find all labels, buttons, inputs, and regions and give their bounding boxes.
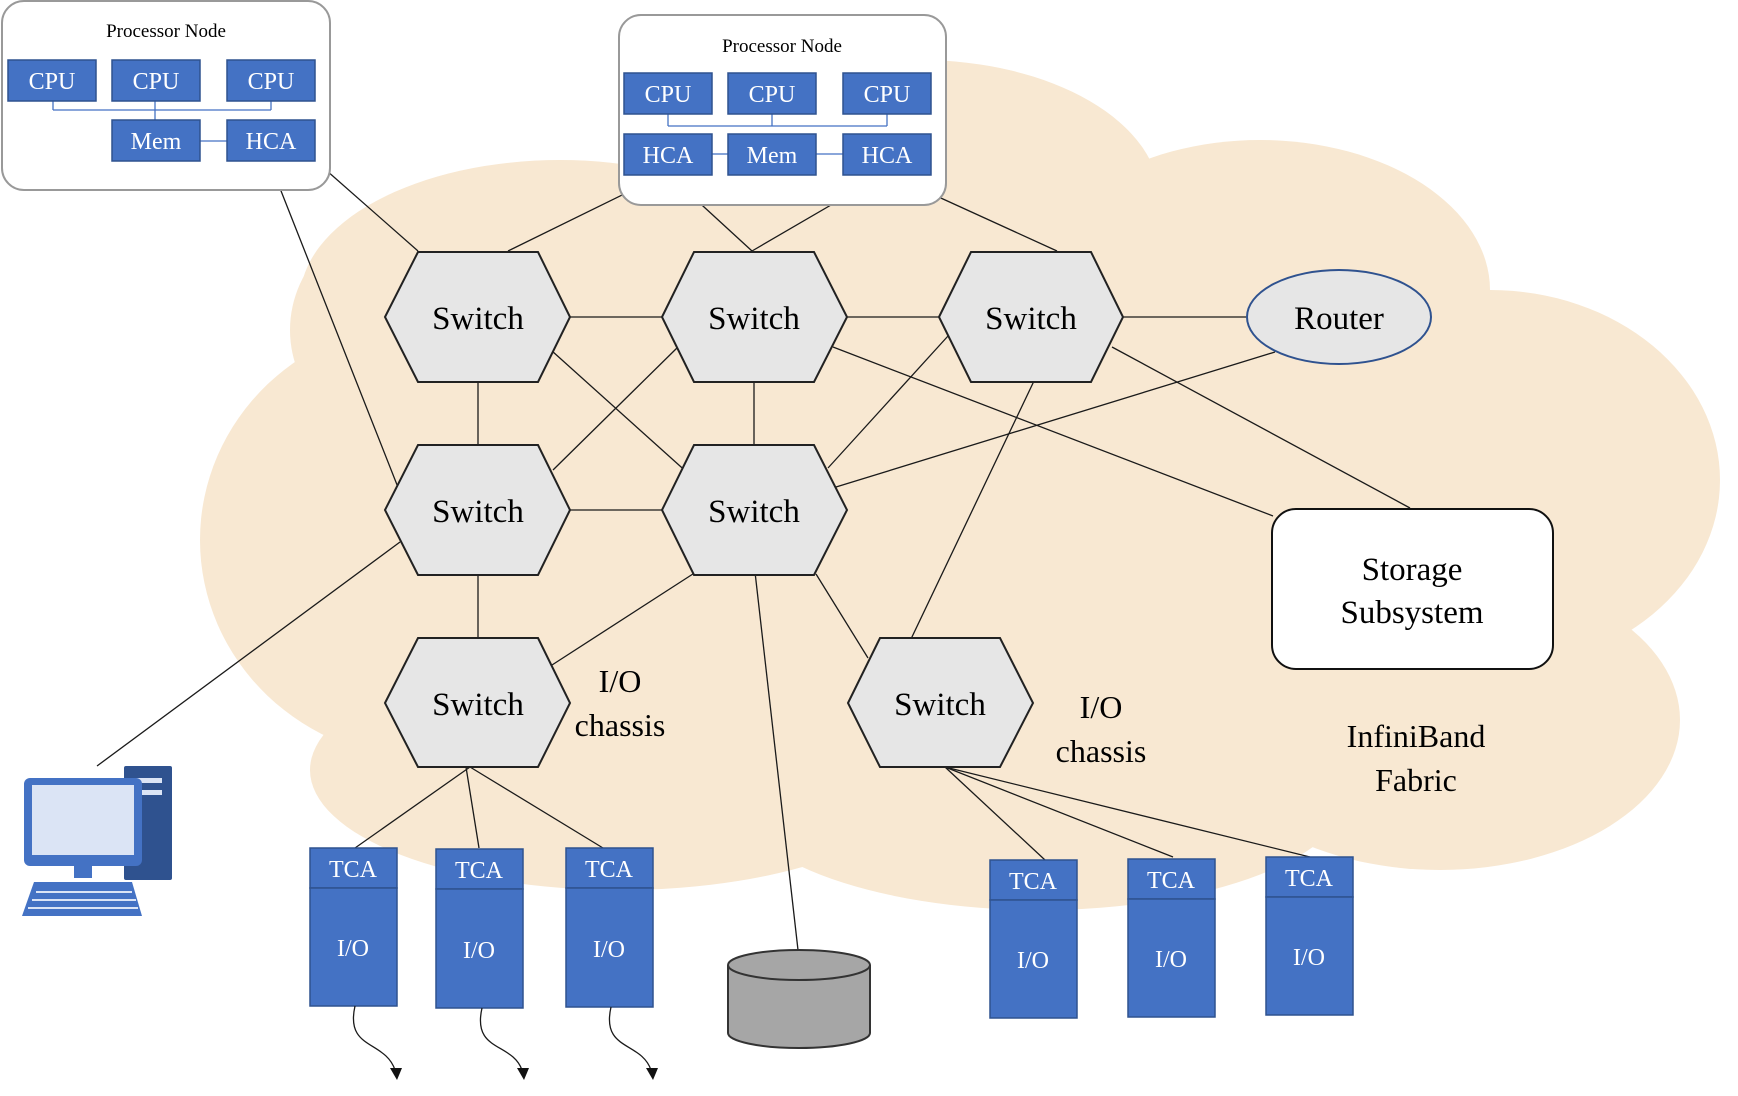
cpu-box xyxy=(226,59,316,102)
io-box xyxy=(1265,896,1354,1016)
cpu-box xyxy=(623,72,713,115)
switch-middle-center: Switch xyxy=(660,444,849,576)
tca-label: TCA xyxy=(1285,866,1334,892)
io-module: TCA I/O xyxy=(1265,856,1354,1016)
switch-label: Switch xyxy=(432,494,524,530)
io-chassis-label-line2: chassis xyxy=(575,707,666,743)
tca-label: TCA xyxy=(1147,868,1196,894)
processor-node-title: Processor Node xyxy=(106,21,226,42)
processor-node-2: Processor Node CPU CPU CPU HCA Mem HCA xyxy=(618,14,947,206)
switch-label: Switch xyxy=(985,301,1077,337)
tca-label: TCA xyxy=(455,858,504,884)
processor-node-1: Processor Node CPU CPU CPU Mem HCA xyxy=(1,0,331,191)
hca-box xyxy=(623,133,713,176)
cpu-label: CPU xyxy=(645,82,692,108)
hca-box xyxy=(226,119,316,162)
switch-label: Switch xyxy=(708,494,800,530)
tca-box xyxy=(1265,856,1354,898)
fabric-label-line1: InfiniBand xyxy=(1347,718,1486,754)
io-box xyxy=(435,888,524,1009)
switch-label: Switch xyxy=(432,687,524,723)
io-chassis-label-line2: chassis xyxy=(1056,733,1147,769)
io-module: TCA I/O xyxy=(309,847,398,1007)
cpu-box xyxy=(727,72,817,115)
cpu-label: CPU xyxy=(133,69,180,95)
io-label: I/O xyxy=(593,937,625,963)
hca-label: HCA xyxy=(862,143,913,169)
tca-label: TCA xyxy=(329,857,378,883)
tca-box xyxy=(1127,858,1216,900)
tca-label: TCA xyxy=(1009,869,1058,895)
io-box xyxy=(309,887,398,1007)
tca-box xyxy=(989,859,1078,901)
io-module: TCA I/O xyxy=(435,848,524,1009)
io-modules-right: TCA I/O TCA I/O TCA I/O xyxy=(989,856,1354,1019)
mem-label: Mem xyxy=(131,129,182,155)
cpu-box xyxy=(7,59,97,102)
cpu-label: CPU xyxy=(29,69,76,95)
hca-label: HCA xyxy=(246,129,297,155)
mem-box xyxy=(111,119,201,162)
cpu-label: CPU xyxy=(248,69,295,95)
arrow-down-icon xyxy=(390,1068,402,1080)
io-output-arrows xyxy=(352,1005,658,1080)
fabric-label-line2: Fabric xyxy=(1375,762,1457,798)
io-label: I/O xyxy=(1155,947,1187,973)
mem-box xyxy=(727,133,817,176)
switch-middle-left: Switch xyxy=(383,444,572,576)
io-module: TCA I/O xyxy=(565,847,654,1008)
io-label: I/O xyxy=(337,936,369,962)
arrow-down-icon xyxy=(646,1068,658,1080)
io-label: I/O xyxy=(463,938,495,964)
cpu-label: CPU xyxy=(864,82,911,108)
hca-box xyxy=(842,133,932,176)
switch-label: Switch xyxy=(708,301,800,337)
io-chassis-label-line1: I/O xyxy=(599,663,642,699)
tca-label: TCA xyxy=(585,857,634,883)
storage-label-line2: Subsystem xyxy=(1340,595,1483,631)
io-box xyxy=(1127,898,1216,1018)
tca-box xyxy=(309,847,398,889)
switch-top-left: Switch xyxy=(383,251,572,383)
hca-label: HCA xyxy=(643,143,694,169)
io-modules-left: TCA I/O TCA I/O TCA I/O xyxy=(309,847,654,1009)
router: Router xyxy=(1246,269,1432,365)
io-module: TCA I/O xyxy=(1127,858,1216,1018)
cpu-box xyxy=(842,72,932,115)
switch-group: Switch Switch Switch Switch Switch Switc… xyxy=(383,251,1125,768)
io-label: I/O xyxy=(1017,948,1049,974)
cpu-box xyxy=(111,59,201,102)
io-chassis-label-line1: I/O xyxy=(1080,689,1123,725)
switch-bottom-left: Switch xyxy=(383,637,572,768)
storage-label-line1: Storage xyxy=(1362,552,1463,588)
processor-node-title: Processor Node xyxy=(722,36,842,57)
switch-label: Switch xyxy=(432,301,524,337)
io-box xyxy=(989,899,1078,1019)
switch-bottom-right: Switch xyxy=(846,637,1035,768)
io-module: TCA I/O xyxy=(989,859,1078,1019)
switch-label: Switch xyxy=(894,687,986,723)
io-box xyxy=(565,887,654,1008)
desktop-computer-icon xyxy=(22,766,172,916)
switch-top-center: Switch xyxy=(660,251,849,383)
disk-storage-icon xyxy=(727,949,871,1049)
storage-subsystem: Storage Subsystem xyxy=(1271,508,1554,670)
switch-top-right: Switch xyxy=(937,251,1125,383)
cpu-label: CPU xyxy=(749,82,796,108)
mem-label: Mem xyxy=(747,143,798,169)
router-label: Router xyxy=(1294,301,1384,337)
io-label: I/O xyxy=(1293,945,1325,971)
arrow-down-icon xyxy=(517,1068,529,1080)
